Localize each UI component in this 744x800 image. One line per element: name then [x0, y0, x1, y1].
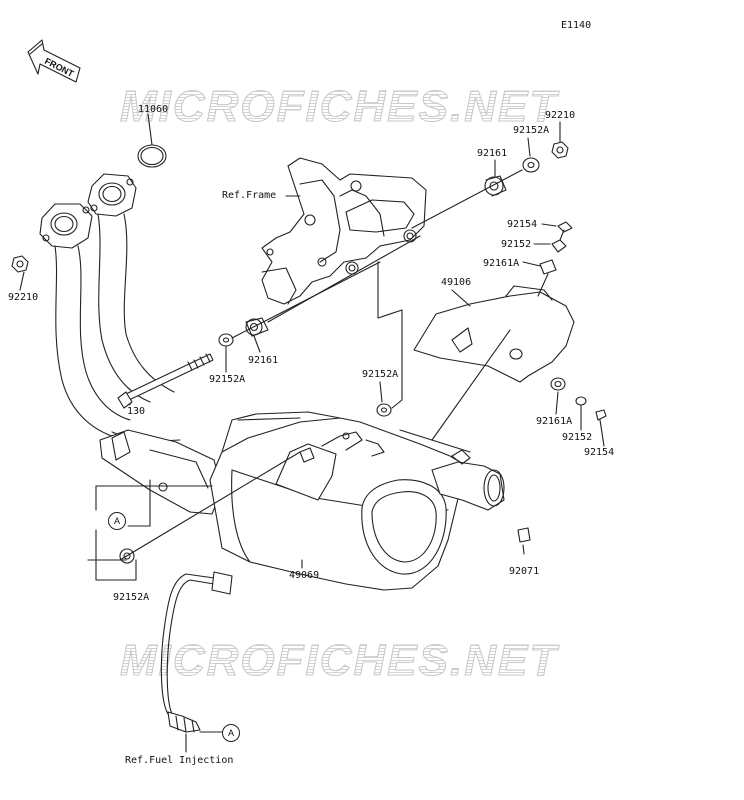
- part-label-92210-right: 92210: [545, 110, 576, 121]
- washer-92152a-center: [376, 403, 392, 417]
- ref-fuel-injection-label: Ref.Fuel Injection: [125, 755, 234, 766]
- washer-92152a-bottom: [119, 548, 135, 564]
- part-label-130: 130: [127, 406, 146, 417]
- grommet-92161a-top: [539, 259, 557, 275]
- grommet-92161-mid: [245, 317, 269, 337]
- ref-circle-a-upper: A: [108, 512, 126, 530]
- watermark-top: MICROFICHES.NET: [119, 82, 559, 132]
- ref-frame-label: Ref.Frame: [222, 190, 277, 201]
- diagram-code: E1140: [561, 20, 592, 31]
- header-flange-right: [87, 173, 137, 217]
- part-label-92152a-top: 92152A: [513, 125, 550, 136]
- frame-bracket: [261, 157, 427, 305]
- oxygen-sensor: [160, 571, 233, 733]
- part-label-49106: 49106: [441, 277, 472, 288]
- washer-92152a-top: [522, 157, 540, 173]
- muffler: [209, 411, 505, 591]
- heat-cover: [413, 273, 575, 383]
- part-label-92161a-low: 92161A: [536, 416, 573, 427]
- gasket-ring: [137, 144, 167, 168]
- part-label-92152-top: 92152: [501, 239, 532, 250]
- part-label-92210-left: 92210: [8, 292, 39, 303]
- part-label-92161-top: 92161: [477, 148, 508, 159]
- part-label-92154-low: 92154: [584, 447, 615, 458]
- nut-92210-left: [11, 255, 29, 273]
- header-flange-left: [39, 203, 93, 249]
- washer-92152a-mid: [218, 333, 234, 347]
- part-label-92152a-bottom: 92152A: [113, 592, 150, 603]
- part-label-92161-mid: 92161: [248, 355, 279, 366]
- nut-92210-right: [551, 141, 569, 159]
- screw-92154-low: [595, 409, 607, 421]
- clip-92152-top: [551, 239, 567, 253]
- exhaust-header-pipes: [54, 213, 223, 515]
- part-92071: [517, 527, 531, 543]
- part-label-49069: 49069: [289, 570, 320, 581]
- mounting-bolt: [117, 353, 214, 409]
- part-label-92152a-mid: 92152A: [209, 374, 246, 385]
- part-label-92152a-center: 92152A: [362, 369, 399, 380]
- part-label-92152-low: 92152: [562, 432, 593, 443]
- grommet-92161a-low: [550, 377, 566, 391]
- part-label-11060: 11060: [138, 104, 169, 115]
- part-label-92154-top: 92154: [507, 219, 538, 230]
- clip-92152-low: [575, 396, 587, 406]
- watermark-bottom: MICROFICHES.NET: [119, 636, 559, 686]
- part-label-92071: 92071: [509, 566, 540, 577]
- front-arrow-icon: [27, 39, 81, 83]
- part-label-92161a-top: 92161A: [483, 258, 520, 269]
- screw-92154-top: [557, 221, 573, 241]
- ref-circle-a-lower: A: [222, 724, 240, 742]
- grommet-92161-top: [484, 175, 507, 197]
